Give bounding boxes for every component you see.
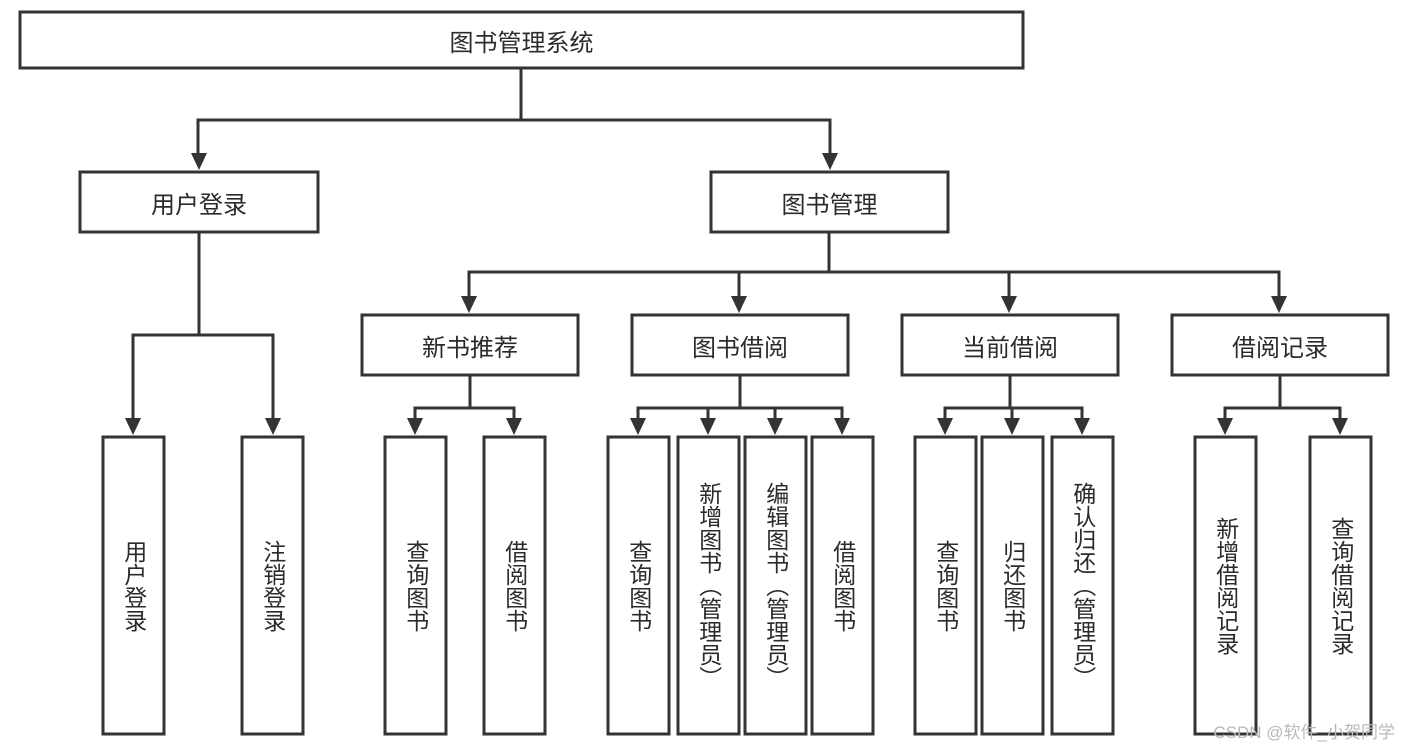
node-box-leaf-user-logout[interactable] xyxy=(240,435,305,736)
arrowhead-a-recommend xyxy=(461,296,477,313)
arrowhead-a-l13 xyxy=(1332,418,1348,435)
node-label-root: 图书管理系统 xyxy=(449,29,594,57)
connector-c-bookmanage-bus xyxy=(467,230,1281,302)
node-label-new-book-recommend: 新书推荐 xyxy=(422,334,518,362)
arrowhead-a-l10 xyxy=(1004,418,1020,435)
arrowhead-a-l3 xyxy=(407,418,423,435)
arrowhead-a-l4 xyxy=(506,418,522,435)
node-box-leaf-query-book-3[interactable] xyxy=(913,435,978,736)
connector-c-current-bus xyxy=(943,373,1084,424)
node-box-leaf-borrow-book-2[interactable] xyxy=(810,435,875,736)
arrowhead-a-l8 xyxy=(834,418,850,435)
connector-c-root-bus xyxy=(196,66,832,160)
node-label-current-borrow: 当前借阅 xyxy=(962,334,1058,362)
arrowhead-a-l9 xyxy=(937,418,953,435)
arrowhead-a-borrow xyxy=(731,296,747,313)
node-box-leaf-query-book-2[interactable] xyxy=(606,435,671,736)
connector-c-borrow-bus xyxy=(636,373,844,424)
node-box-book-manage[interactable] xyxy=(709,170,950,234)
node-box-leaf-query-record[interactable] xyxy=(1308,435,1373,736)
arrowhead-a-l1 xyxy=(125,418,141,435)
arrowhead-a-l7 xyxy=(767,418,783,435)
connectors-layer xyxy=(131,66,1342,424)
arrowhead-a-user-login xyxy=(191,153,207,170)
node-box-leaf-return-book[interactable] xyxy=(980,435,1045,736)
node-box-leaf-confirm-return[interactable] xyxy=(1050,435,1115,736)
node-label-borrow-record: 借阅记录 xyxy=(1232,334,1328,362)
connector-c-record-bus xyxy=(1223,373,1342,424)
node-box-root[interactable] xyxy=(18,10,1025,70)
node-box-leaf-add-book[interactable] xyxy=(676,435,741,736)
arrowhead-a-record xyxy=(1271,296,1287,313)
node-label-book-manage: 图书管理 xyxy=(781,191,878,219)
node-box-current-borrow[interactable] xyxy=(900,313,1120,377)
arrowhead-a-l2 xyxy=(265,418,281,435)
node-box-leaf-edit-book[interactable] xyxy=(743,435,808,736)
node-box-borrow-record[interactable] xyxy=(1170,313,1390,377)
node-box-leaf-query-book-1[interactable] xyxy=(383,435,448,736)
node-box-new-book-recommend[interactable] xyxy=(360,313,580,377)
node-box-user-login[interactable] xyxy=(78,170,320,234)
arrowhead-a-l12 xyxy=(1217,418,1233,435)
node-boxes-layer xyxy=(18,10,1390,736)
node-label-user-login: 用户登录 xyxy=(151,191,247,219)
node-box-book-borrow[interactable] xyxy=(630,313,850,377)
connector-c-recommend-bus xyxy=(413,373,516,424)
watermark-text: CSDN @软件_小贺同学 xyxy=(1213,723,1395,742)
arrowheads-layer xyxy=(125,153,1348,435)
connector-c-userlogin-bus xyxy=(131,230,275,424)
arrowhead-a-current xyxy=(1001,296,1017,313)
arrowhead-a-l5 xyxy=(630,418,646,435)
node-label-book-borrow: 图书借阅 xyxy=(692,334,788,362)
node-box-leaf-add-record[interactable] xyxy=(1193,435,1258,736)
node-box-leaf-user-login[interactable] xyxy=(101,435,166,736)
node-box-leaf-borrow-book-1[interactable] xyxy=(482,435,547,736)
arrowhead-a-book-manage xyxy=(822,153,838,170)
arrowhead-a-l6 xyxy=(700,418,716,435)
arrowhead-a-l11 xyxy=(1074,418,1090,435)
